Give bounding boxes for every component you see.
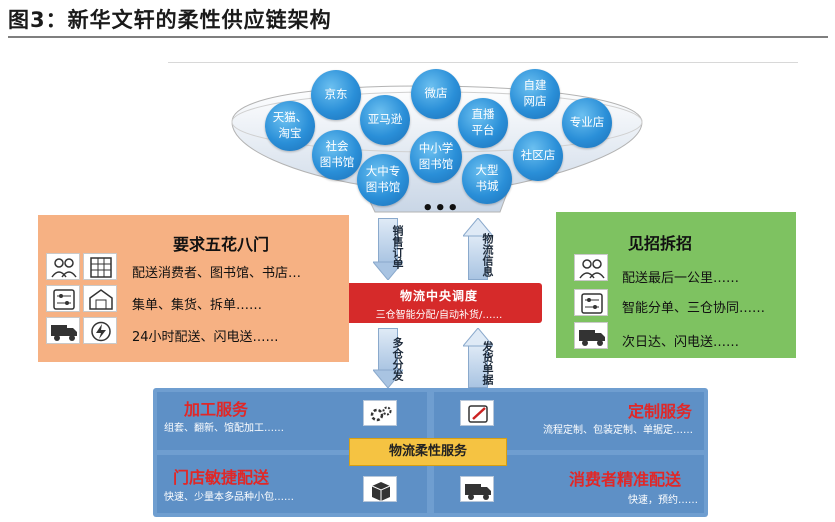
shelf-icon [83, 253, 117, 280]
delivery-up-label: 发货单据 [481, 341, 494, 385]
truck-icon [574, 322, 608, 349]
channel-bubble-zhuanye: 专业店 [562, 98, 612, 148]
solutions-line-2: 智能分单、三仓协同…… [622, 301, 766, 316]
channel-bubble-zhibo: 直播 平台 [458, 98, 508, 148]
channel-bubble-zhongxiaoxue: 中小学 图书馆 [410, 131, 462, 183]
channel-bubble-shequ: 社区店 [513, 131, 563, 181]
custom-service-desc: 流程定制、包装定制、单据定…… [543, 425, 693, 436]
top-divider [168, 62, 798, 63]
truck-icon [46, 317, 80, 344]
channel-bubble-jingdong: 京东 [311, 70, 361, 120]
flexible-logistics-service: 物流柔性服务 [349, 438, 507, 466]
logistics-up-label: 物流信息 [481, 233, 494, 277]
solutions-line-1: 配送最后一公里…… [622, 271, 740, 286]
central-dispatch-title: 物流中央调度 [399, 289, 478, 303]
requirements-panel: 要求五花八门 配送消费者、图书馆、书店… 集单、集货、拆单…… 24小时配送、闪… [38, 215, 349, 362]
warehouse-down-arrow: 多仓分发 [373, 328, 404, 388]
warehouse-down-label: 多仓分发 [391, 337, 404, 381]
figure-title: 图3：新华文轩的柔性供应链架构 [8, 8, 332, 32]
warehouse-icon [83, 285, 117, 312]
more-channels-ellipsis: ••• [422, 198, 460, 219]
users-icon [46, 253, 80, 280]
channel-bubble-weidian: 微店 [411, 69, 461, 119]
order-down-label: 销售订单 [391, 225, 404, 269]
consumer-service-desc: 快速，预约…… [628, 495, 698, 506]
sliders-icon [46, 285, 80, 312]
title-divider [8, 36, 828, 38]
requirements-line-1: 配送消费者、图书馆、书店… [132, 266, 302, 281]
channel-bubble-zijian: 自建 网店 [510, 69, 560, 119]
store-service-title: 门店敏捷配送 [173, 468, 270, 487]
custom-service-title: 定制服务 [628, 402, 693, 421]
channel-bubble-yamaxun: 亚马逊 [360, 95, 410, 145]
gears-icon [363, 400, 397, 426]
lightning-icon [83, 317, 117, 344]
processing-service-desc: 组套、翻新、馆配加工…… [164, 423, 284, 434]
requirements-title: 要求五花八门 [173, 235, 270, 254]
truck-icon [460, 476, 494, 502]
users-icon [574, 254, 608, 281]
processing-service-title: 加工服务 [184, 400, 249, 419]
solutions-title: 见招拆招 [628, 234, 693, 253]
channel-bubble-tianmao: 天猫、 淘宝 [265, 101, 315, 151]
store-service-desc: 快速、少量本多品种小包…… [164, 492, 294, 503]
sliders-icon [574, 289, 608, 316]
requirements-line-2: 集单、集货、拆单…… [132, 298, 263, 313]
channel-bubble-dazhongzhuan: 大中专 图书馆 [357, 154, 409, 206]
requirements-line-3: 24小时配送、闪电送…… [132, 330, 279, 345]
order-down-arrow: 销售订单 [373, 218, 404, 280]
central-dispatch: 物流中央调度 三仓智能分配/自动补货/…… [336, 283, 542, 323]
channel-bubble-daxing: 大型 书城 [462, 154, 512, 204]
consumer-service-title: 消费者精准配送 [569, 470, 682, 489]
solutions-line-3: 次日达、闪电送…… [622, 335, 740, 350]
solutions-panel: 见招拆招 配送最后一公里…… 智能分单、三仓协同…… 次日达、闪电送…… [556, 212, 796, 358]
channel-bubble-shehui: 社会 图书馆 [312, 130, 362, 180]
box-icon [363, 476, 397, 502]
delivery-up-arrow: 发货单据 [463, 328, 494, 388]
edit-icon [460, 400, 494, 426]
central-dispatch-subtitle: 三仓智能分配/自动补货/…… [375, 310, 503, 321]
logistics-up-arrow: 物流信息 [463, 218, 494, 280]
